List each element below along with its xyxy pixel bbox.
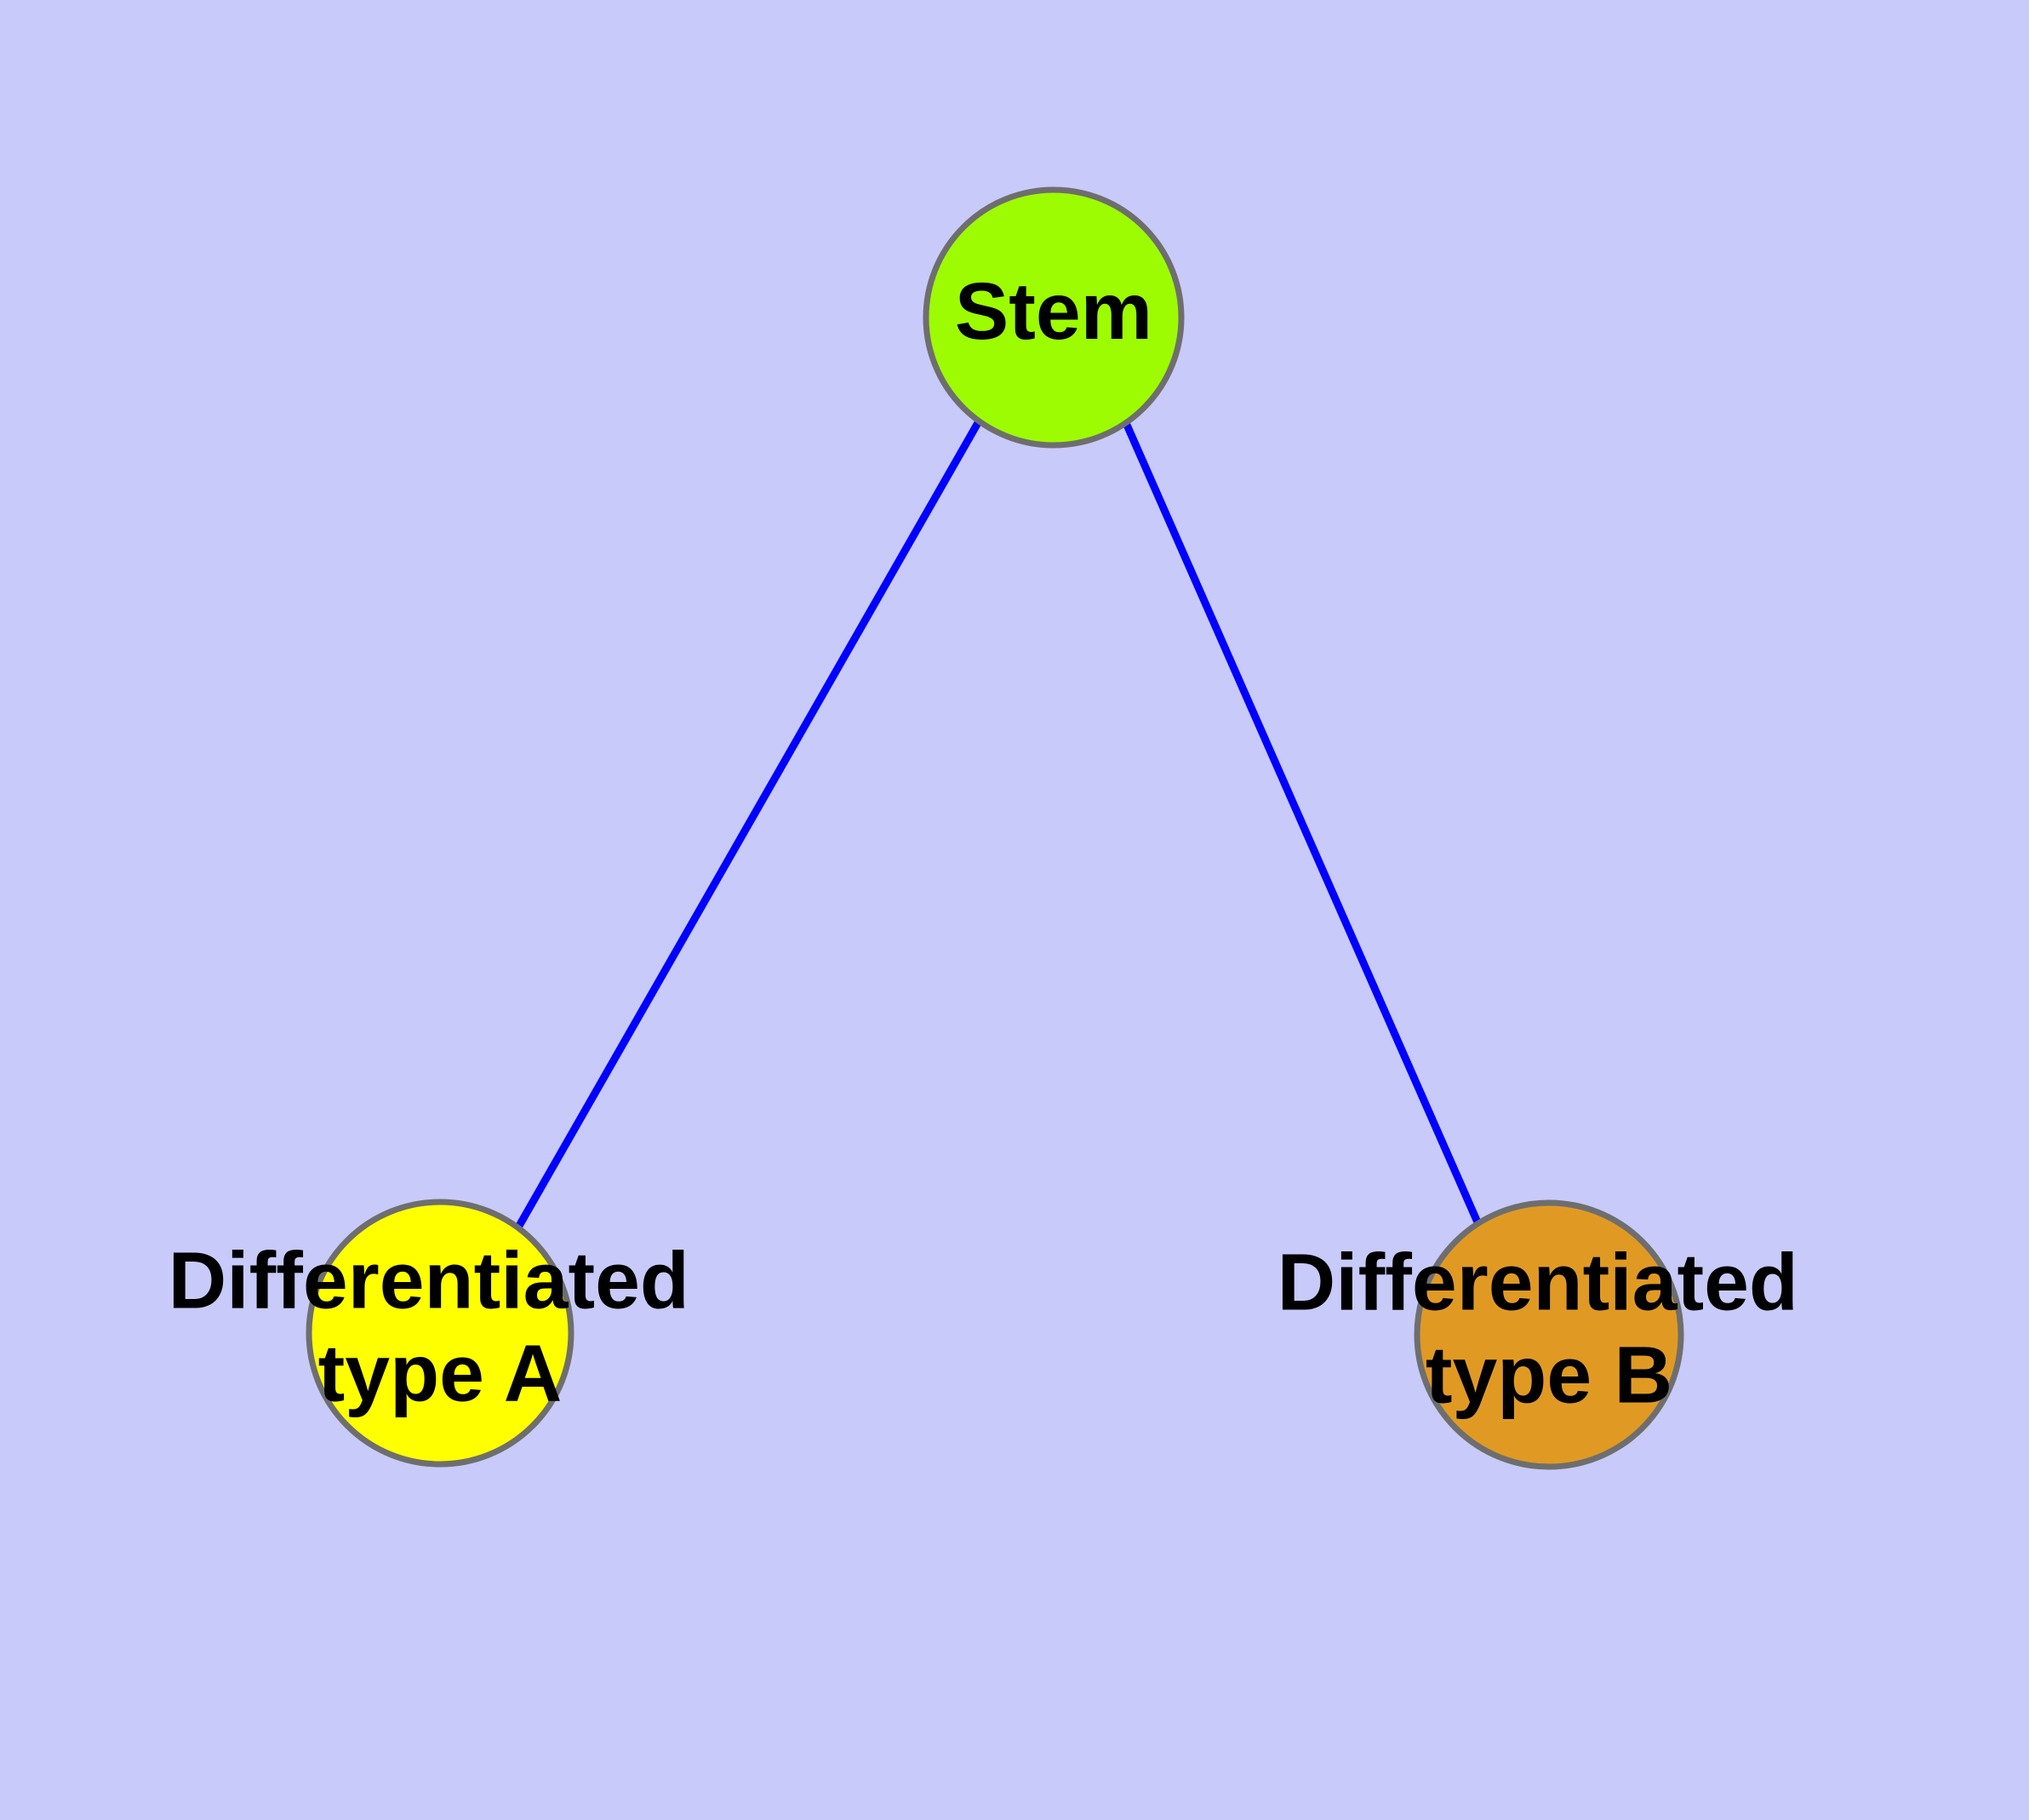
node-stem-label: Stem — [955, 266, 1152, 357]
nodes-layer — [306, 186, 1684, 1470]
edge-stem-to-diff-b — [1119, 415, 1483, 1226]
node-diff-b-circle[interactable] — [1414, 1199, 1684, 1470]
node-diff-a-label: Differentiated type A — [169, 1235, 712, 1418]
node-stem-circle[interactable] — [923, 186, 1185, 449]
node-diff-a-label-line1: Differentiated — [169, 1235, 689, 1325]
node-diff-b-label: Differentiated type B — [1277, 1237, 1821, 1420]
edges-layer — [516, 415, 1483, 1228]
node-stem-label-line1: Stem — [955, 266, 1152, 357]
node-diff-b-label-line2: type B — [1426, 1331, 1672, 1421]
labels-layer: Stem Differentiated type A Differentiate… — [169, 266, 1821, 1421]
node-diff-a-label-line2: type A — [318, 1329, 563, 1419]
edge-stem-to-diff-a — [516, 419, 982, 1228]
node-diff-b-label-line1: Differentiated — [1277, 1237, 1798, 1327]
node-diff-a-circle[interactable] — [306, 1199, 574, 1468]
